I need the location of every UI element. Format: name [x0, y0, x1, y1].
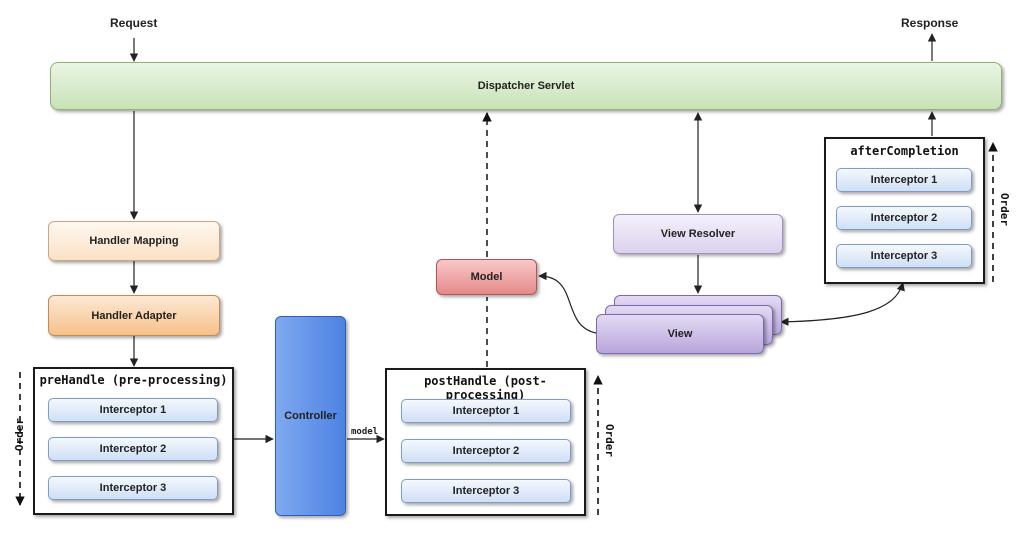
interceptor-label: Interceptor 3 [99, 482, 167, 494]
interceptor-label: Interceptor 1 [870, 174, 938, 186]
prehandle-interceptor-1: Interceptor 1 [48, 398, 218, 422]
view-to-aftercompletion [780, 282, 905, 327]
response-label: Response [901, 16, 959, 30]
model-node: Model [436, 259, 537, 295]
interceptor-label: Interceptor 1 [452, 405, 520, 417]
prehandle-interceptor-3: Interceptor 3 [48, 476, 218, 500]
handler-mapping: Handler Mapping [48, 221, 220, 261]
model-label: Model [470, 271, 503, 283]
interceptor-label: Interceptor 2 [99, 443, 167, 455]
controller: Controller [275, 316, 346, 516]
order-label-pre: Order [13, 417, 27, 452]
prehandle-title: preHandle (pre-processing) [39, 373, 228, 387]
controller-label: Controller [284, 410, 337, 422]
aftercompletion-interceptor-1: Interceptor 1 [836, 168, 972, 192]
interceptor-label: Interceptor 3 [870, 250, 938, 262]
interceptor-label: Interceptor 1 [99, 404, 167, 416]
model-edge-label: model [351, 427, 379, 437]
handler-adapter-label: Handler Adapter [91, 309, 177, 322]
interceptor-label: Interceptor 2 [452, 445, 520, 457]
view-resolver-label: View Resolver [660, 228, 736, 240]
posthandle-interceptor-3: Interceptor 3 [401, 479, 571, 503]
posthandle-interceptor-2: Interceptor 2 [401, 439, 571, 463]
handler-mapping-label: Handler Mapping [89, 235, 179, 247]
interceptor-label: Interceptor 3 [452, 485, 520, 497]
view-node: View [596, 314, 764, 354]
order-label-after: Order [998, 192, 1012, 227]
view-to-model [538, 271, 597, 334]
aftercompletion-interceptor-2: Interceptor 2 [836, 206, 972, 230]
dispatcher-label: Dispatcher Servlet [477, 80, 575, 92]
posthandle-title: postHandle (post-processing) [424, 374, 547, 402]
request-label: Request [110, 16, 158, 30]
interceptor-label: Interceptor 2 [870, 212, 938, 224]
aftercompletion-title: afterCompletion [850, 144, 959, 158]
order-label-post: Order [603, 423, 617, 458]
dispatcher-servlet: Dispatcher Servlet [50, 62, 1002, 110]
handler-adapter: Handler Adapter [48, 295, 220, 336]
view-label: View [667, 328, 693, 340]
prehandle-interceptor-2: Interceptor 2 [48, 437, 218, 461]
posthandle-interceptor-1: Interceptor 1 [401, 399, 571, 423]
aftercompletion-interceptor-3: Interceptor 3 [836, 244, 972, 268]
view-resolver: View Resolver [613, 214, 783, 254]
